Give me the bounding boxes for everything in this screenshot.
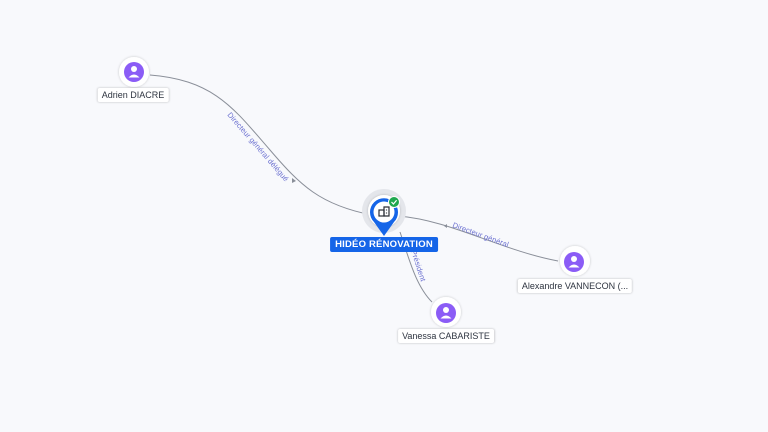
- person-icon: [564, 252, 584, 272]
- edge-alexandre-vannecon: [397, 215, 559, 262]
- edge-adrien-diacre: [149, 74, 373, 216]
- verified-check-icon: [388, 196, 400, 208]
- company-node[interactable]: [362, 189, 406, 236]
- person-node-vanessa[interactable]: [431, 297, 461, 327]
- person-node-alexandre[interactable]: [560, 246, 590, 276]
- building-icon: [378, 206, 390, 217]
- relation-label-adrien: Directeur général délégué: [225, 110, 290, 183]
- person-icon: [436, 303, 456, 323]
- edge-arrow: [292, 178, 296, 183]
- relation-label-alexandre: Directeur général: [451, 220, 510, 249]
- person-label-adrien[interactable]: Adrien DIACRE: [97, 88, 169, 102]
- company-label[interactable]: HIDÉO RÉNOVATION: [330, 237, 438, 252]
- person-icon: [124, 62, 144, 82]
- person-label-alexandre[interactable]: Alexandre VANNECON (...: [517, 279, 633, 293]
- edge-arrow: [444, 224, 447, 228]
- person-node-adrien[interactable]: [119, 57, 149, 87]
- person-label-vanessa[interactable]: Vanessa CABARISTE: [398, 329, 494, 343]
